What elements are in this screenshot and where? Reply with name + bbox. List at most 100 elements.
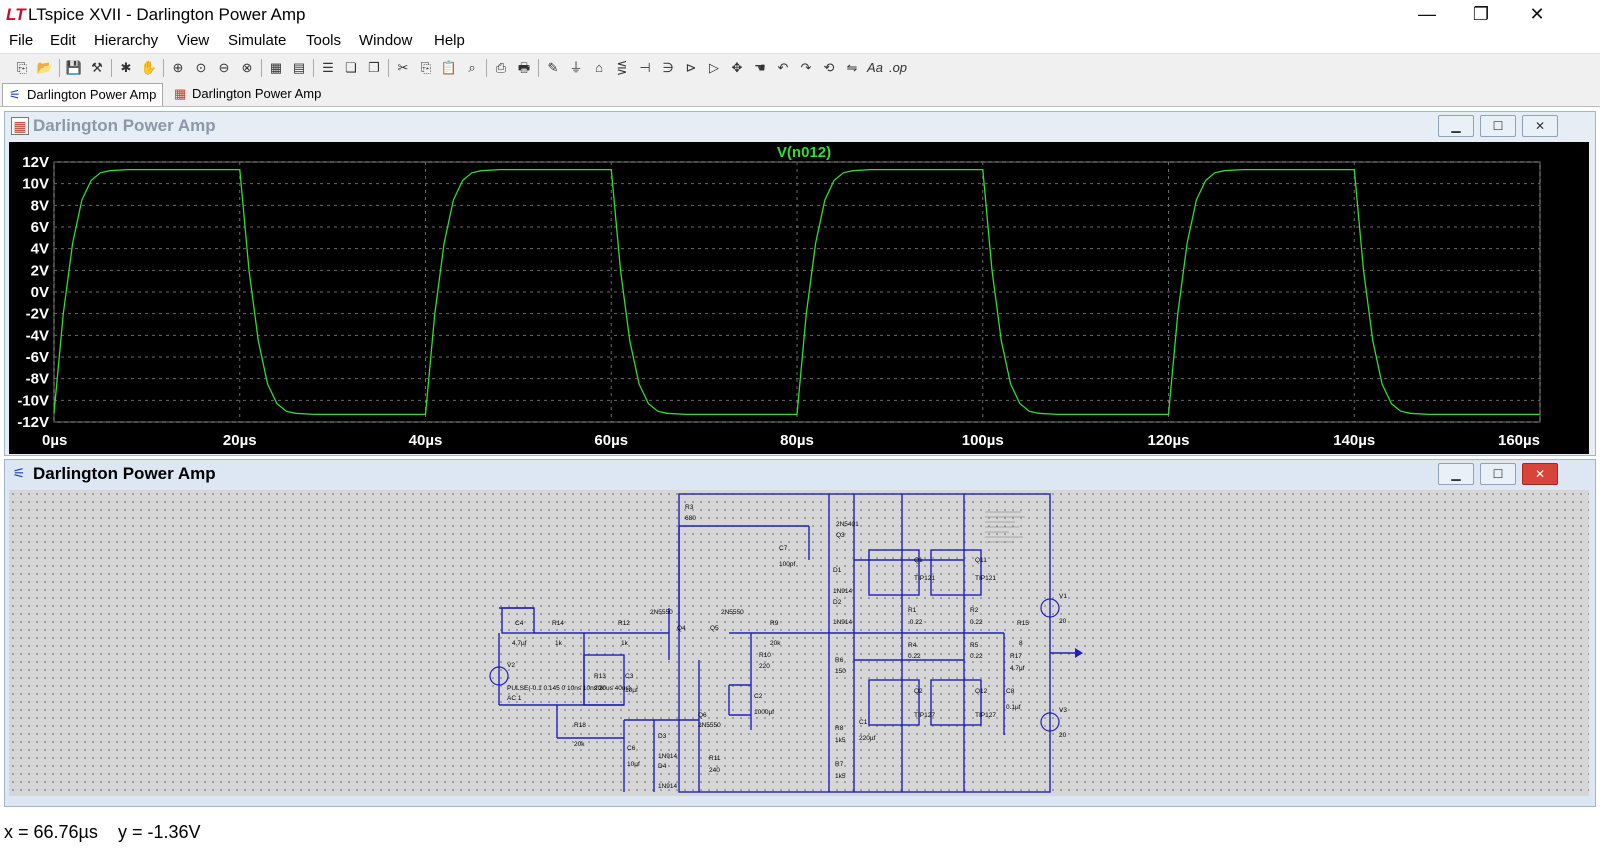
menu-edit[interactable]: Edit [50,32,76,49]
schematic-label: R5 [970,642,979,649]
capacitor-icon[interactable]: ⊣ [639,60,651,75]
control-panel-icon[interactable]: ⚒ [91,60,103,75]
schematic-label: 2N5550 [698,722,721,729]
schematic-label: C1 [859,719,868,726]
menu-window[interactable]: Window [359,32,413,49]
schematic-label: R14 [552,620,564,627]
schematic-close-button[interactable]: ✕ [1522,463,1558,485]
cascade-icon[interactable]: ❏ [345,60,357,75]
schematic-label: R8 [835,725,844,732]
tab-waveform[interactable]: ▦ Darlington Power Amp [168,83,327,105]
ground-icon[interactable]: ⏚ [569,60,583,75]
schematic-minimize-button[interactable]: ▁ [1438,463,1474,485]
x-tick-label: 60µs [594,432,628,449]
zoom-in-icon[interactable]: ⊕ [172,60,184,75]
menu-tools[interactable]: Tools [306,32,342,49]
rotate-icon[interactable]: ⟲ [823,60,835,75]
toolbar-separator [59,59,60,77]
schematic-drawing[interactable]: R3 680 2N5401 Q3 C7 100pf D1 1N914 D2 1N… [9,490,1589,796]
schematic-label: AC 1 [507,695,522,702]
schematic-label: 220µf [859,735,876,742]
schematic-label: 100pf [779,561,795,568]
schematic-sources [489,598,1060,732]
zoom-out-icon[interactable]: ⊖ [218,60,230,75]
wire-icon[interactable]: ✎ [547,60,559,75]
document-tabs: ⚟ Darlington Power Amp ▦ Darlington Powe… [0,82,1600,107]
waveform-close-button[interactable]: ✕ [1522,115,1558,137]
schematic-label: R10 [759,652,771,659]
schematic-window[interactable]: ⚟ Darlington Power Amp ▁ ☐ ✕ [4,459,1596,807]
toolbar: ⎘ 📂 💾 ⚒ ✱ ✋ ⊕ ⊙ ⊖ ⊗ ▦ ▤ ☰ ❏ ❐ ✂ ⎘ 📋 ⌕ ⎙ 🖶 ✎ ⏚ ⌂ ⋚ ⊣ ∋ ⊳ ▷ ✥ ☚ ↶ ↷ ⟲ ⇋ Aa .op [0,53,1600,83]
zoom-box-icon[interactable]: ⊙ [195,60,207,75]
schematic-maximize-button[interactable]: ☐ [1480,463,1516,485]
run-icon[interactable]: ✱ [120,60,132,75]
tab-schematic[interactable]: ⚟ Darlington Power Amp [2,83,164,106]
schematic-label: 20k [770,640,781,647]
maximize-button[interactable]: ❐ [1472,4,1490,24]
schematic-labels: R3 680 2N5401 Q3 C7 100pf D1 1N914 D2 1N… [507,504,1067,790]
schematic-window-title-bar[interactable]: ⚟ Darlington Power Amp ▁ ☐ ✕ [5,460,1595,488]
schematic-label: TIP127 [975,712,996,719]
y-tick-label: -2V [26,306,49,323]
status-bar: x = 66.76µs y = -1.36V [0,810,1600,849]
trace-label[interactable]: V(n012) [777,144,831,161]
schematic-comment-block [985,511,1025,543]
schematic-label: Q6 [698,712,707,719]
schematic-canvas[interactable]: R3 680 2N5401 Q3 C7 100pf D1 1N914 D2 1N… [9,490,1589,796]
undo-icon[interactable]: ↶ [777,60,789,75]
menu-view[interactable]: View [177,32,210,49]
label-icon[interactable]: ⌂ [595,60,603,75]
tile-vertical-icon[interactable]: ❐ [368,60,380,75]
x-tick-label: 80µs [780,432,814,449]
mirror-icon[interactable]: ⇋ [846,60,858,75]
spice-directive-icon[interactable]: .op [888,60,908,75]
fit-icon[interactable]: ▤ [292,60,306,75]
waveform-window-title-bar[interactable]: ▦ Darlington Power Amp ▁ ☐ ✕ [5,112,1595,140]
close-button[interactable]: ✕ [1529,4,1545,24]
menu-file[interactable]: File [9,32,34,49]
resistor-icon[interactable]: ⋚ [616,60,628,75]
copy-icon[interactable]: ⎘ [420,60,432,75]
halt-icon[interactable]: ✋ [140,60,158,75]
print-icon[interactable]: 🖶 [517,60,531,75]
menu-hierarchy[interactable]: Hierarchy [94,32,159,49]
schematic-label: Q4 [677,625,686,632]
schematic-label: TIP121 [914,575,935,582]
cut-icon[interactable]: ✂ [397,60,409,75]
waveform-icon: ▦ [174,86,187,101]
move-icon[interactable]: ✥ [731,60,743,75]
schematic-label: R1 [908,607,917,614]
schematic-label: TIP121 [975,575,996,582]
minimize-button[interactable]: — [1418,4,1436,24]
component-icon[interactable]: ▷ [709,60,719,75]
y-tick-label: 0V [31,284,49,301]
zoom-cancel-icon[interactable]: ⊗ [241,60,253,75]
tab-label: Darlington Power Amp [27,87,157,102]
save-icon[interactable]: 💾 [65,60,83,75]
new-schematic-icon[interactable]: ⎘ [16,60,28,75]
waveform-minimize-button[interactable]: ▁ [1438,115,1474,137]
schematic-label: V1 [1059,593,1067,600]
print-preview-icon[interactable]: ⎙ [495,60,507,75]
text-icon[interactable]: Aa [867,60,883,75]
tile-horizontal-icon[interactable]: ☰ [322,60,334,75]
y-tick-label: -10V [17,392,49,409]
autorange-icon[interactable]: ▦ [269,60,283,75]
drag-icon[interactable]: ☚ [754,60,766,75]
schematic-label: TIP127 [914,712,935,719]
diode-icon[interactable]: ⊳ [685,60,697,75]
menu-help[interactable]: Help [434,32,465,49]
schematic-wires [498,493,1075,793]
menu-simulate[interactable]: Simulate [228,32,287,49]
find-icon[interactable]: ⌕ [468,60,476,75]
waveform-maximize-button[interactable]: ☐ [1480,115,1516,137]
inductor-icon[interactable]: ∋ [662,60,674,75]
redo-icon[interactable]: ↷ [800,60,812,75]
schematic-label: 20 [1059,618,1067,625]
open-icon[interactable]: 📂 [36,60,54,75]
paste-icon[interactable]: 📋 [440,60,458,75]
